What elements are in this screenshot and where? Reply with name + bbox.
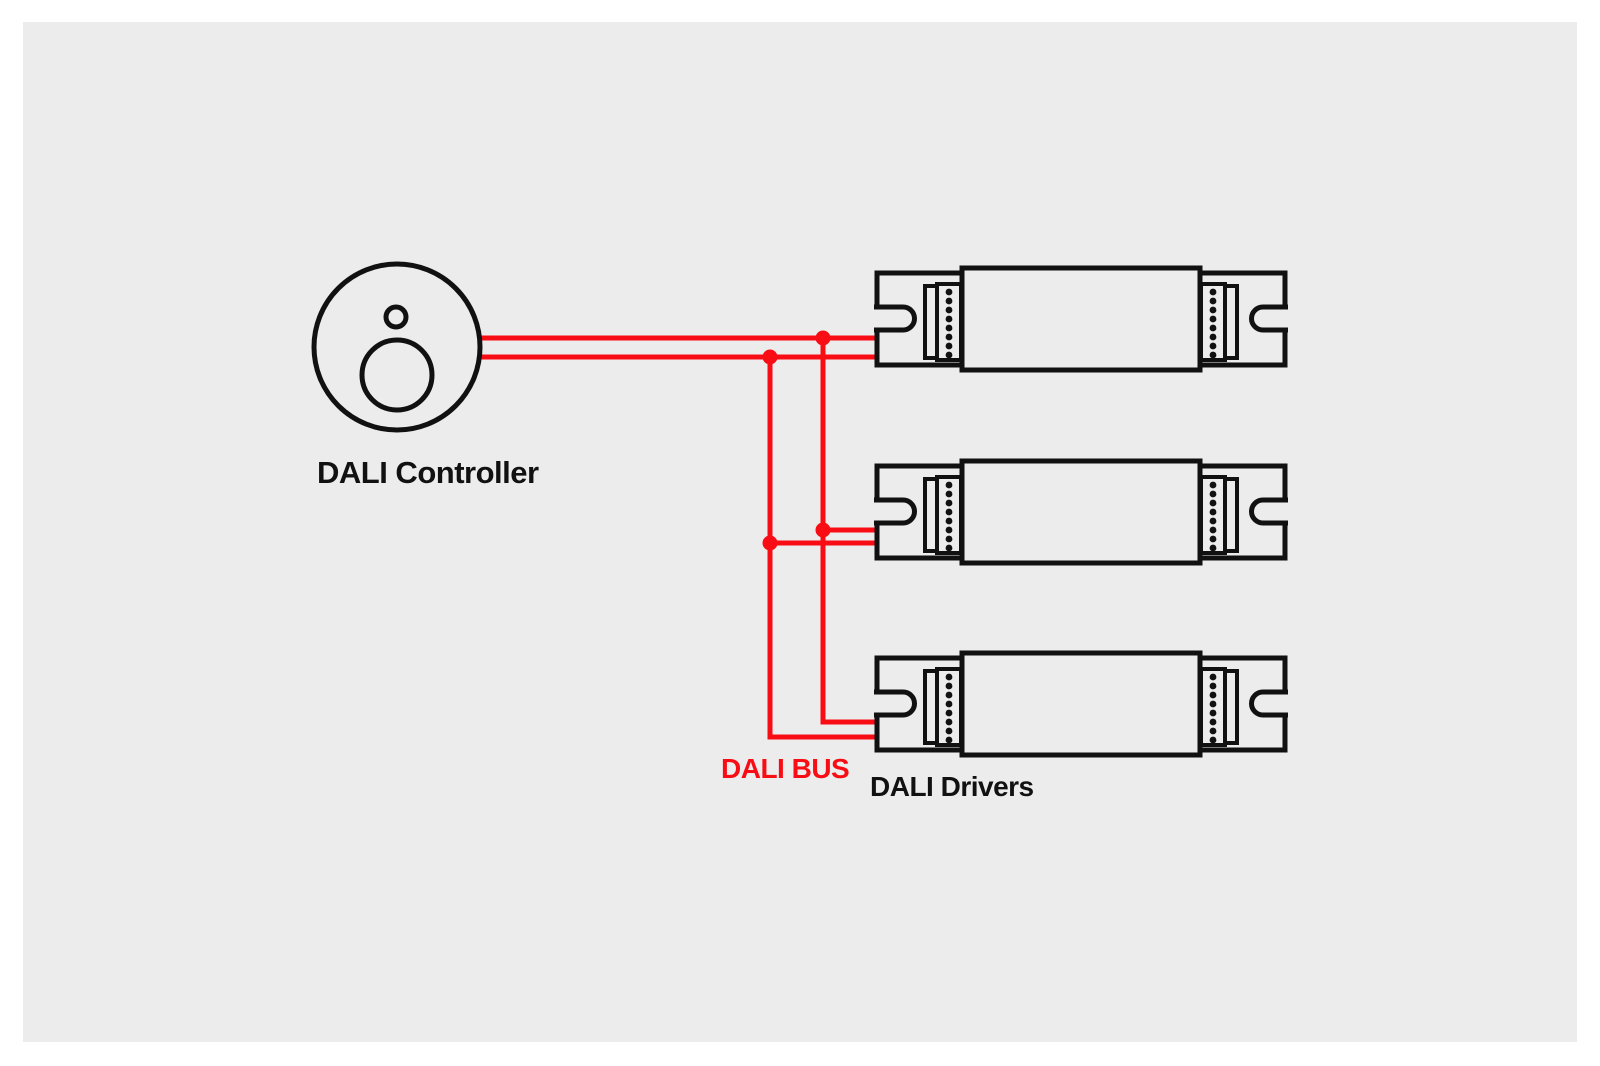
controller-body-circle xyxy=(311,261,483,433)
dali-driver-1 xyxy=(874,268,1288,370)
junction-dot xyxy=(815,522,831,538)
dali-bus-label: DALI BUS xyxy=(721,753,850,784)
junction-dot xyxy=(762,535,778,551)
bus-wire-vertical-right xyxy=(820,338,885,725)
dali-drivers-label: DALI Drivers xyxy=(870,771,1034,802)
controller-indicator-circle xyxy=(383,304,409,330)
junction-dot xyxy=(762,349,778,365)
bus-junction-dots xyxy=(762,330,831,551)
bus-wire-vertical-left xyxy=(767,357,885,740)
dali-controller-label: DALI Controller xyxy=(317,455,539,490)
dali-controller xyxy=(311,261,483,433)
dali-driver-3 xyxy=(874,653,1288,755)
controller-knob-circle xyxy=(359,337,435,413)
dali-drivers-group xyxy=(874,268,1288,755)
dali-bus-wiring xyxy=(480,330,885,740)
diagram-panel xyxy=(23,22,1577,1042)
dali-driver-2 xyxy=(874,461,1288,563)
junction-dot xyxy=(815,330,831,346)
